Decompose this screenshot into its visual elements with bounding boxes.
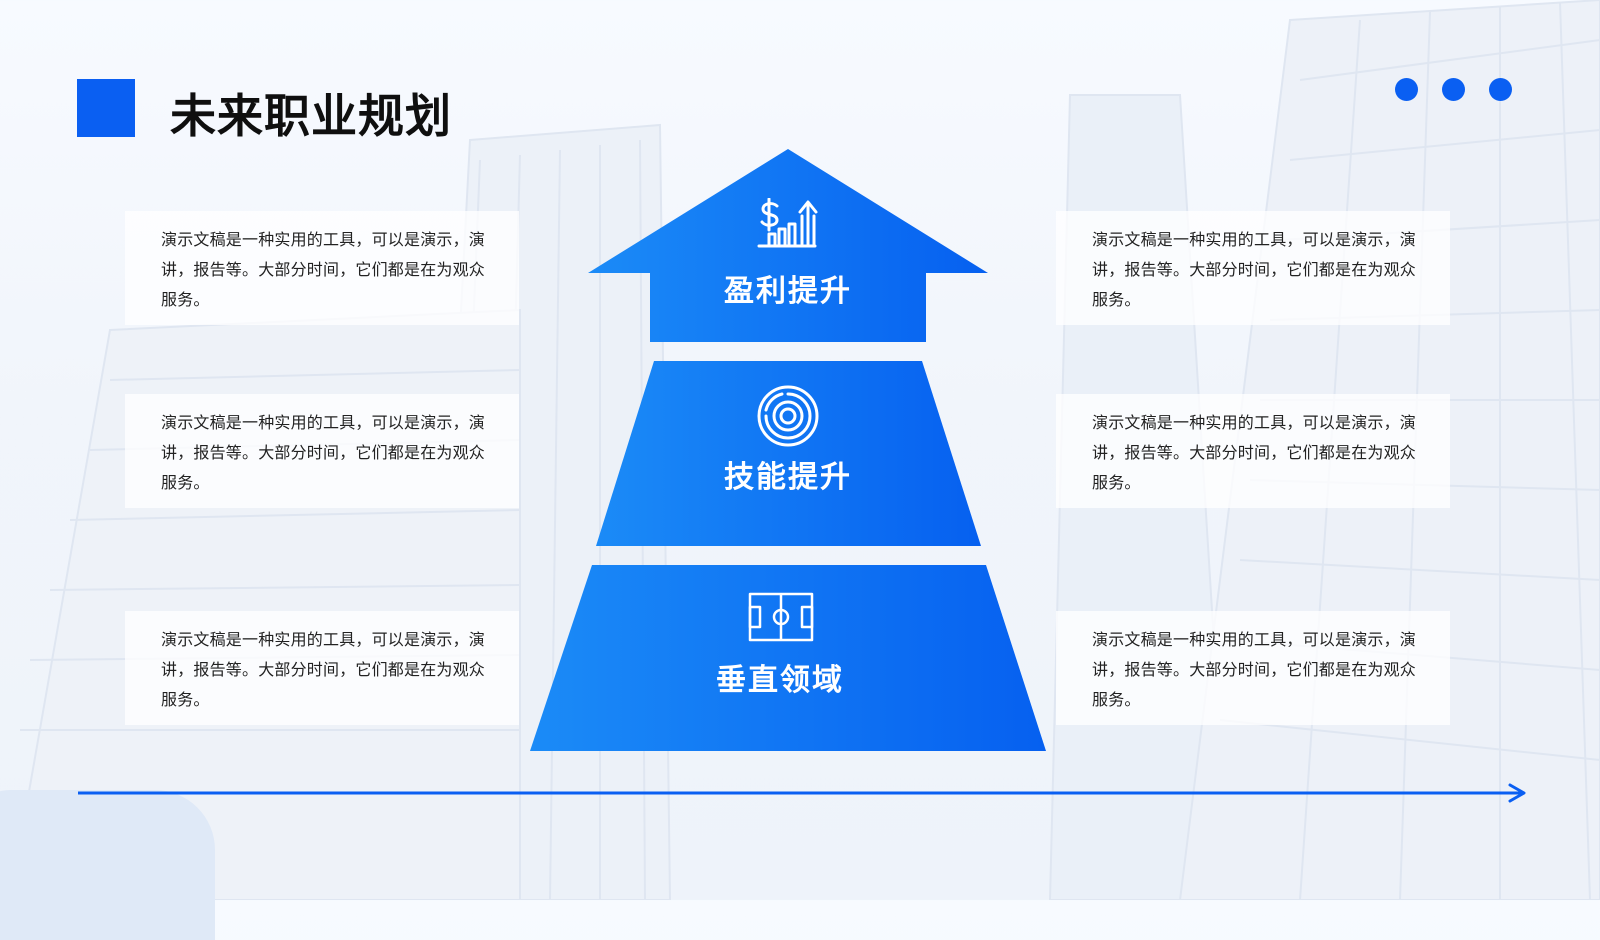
right-card-1: 演示文稿是一种实用的工具，可以是演示，演讲，报告等。大部分时间，它们都是在为观众… (1056, 211, 1450, 325)
title-accent-square (77, 79, 135, 137)
right-card-3-text: 演示文稿是一种实用的工具，可以是演示，演讲，报告等。大部分时间，它们都是在为观众… (1092, 630, 1417, 709)
left-card-2-text: 演示文稿是一种实用的工具，可以是演示，演讲，报告等。大部分时间，它们都是在为观众… (161, 413, 486, 492)
right-card-2-text: 演示文稿是一种实用的工具，可以是演示，演讲，报告等。大部分时间，它们都是在为观众… (1092, 413, 1417, 492)
decorative-blob (0, 790, 215, 940)
field-icon (748, 592, 814, 642)
right-card-3: 演示文稿是一种实用的工具，可以是演示，演讲，报告等。大部分时间，它们都是在为观众… (1056, 611, 1450, 725)
finance-growth-icon (757, 197, 819, 250)
left-card-3: 演示文稿是一种实用的工具，可以是演示，演讲，报告等。大部分时间，它们都是在为观众… (125, 611, 519, 725)
left-card-1: 演示文稿是一种实用的工具，可以是演示，演讲，报告等。大部分时间，它们都是在为观众… (125, 211, 519, 325)
tier-bottom (530, 565, 1046, 751)
tier-label-vertical: 垂直领域 (716, 663, 844, 698)
left-card-3-text: 演示文稿是一种实用的工具，可以是演示，演讲，报告等。大部分时间，它们都是在为观众… (161, 630, 486, 709)
target-icon (756, 384, 820, 448)
dot-3 (1489, 78, 1512, 101)
page-title: 未来职业规划 (170, 89, 452, 143)
right-card-1-text: 演示文稿是一种实用的工具，可以是演示，演讲，报告等。大部分时间，它们都是在为观众… (1092, 230, 1417, 309)
left-card-1-text: 演示文稿是一种实用的工具，可以是演示，演讲，报告等。大部分时间，它们都是在为观众… (161, 230, 486, 309)
tier-label-profit: 盈利提升 (724, 274, 852, 309)
right-card-2: 演示文稿是一种实用的工具，可以是演示，演讲，报告等。大部分时间，它们都是在为观众… (1056, 394, 1450, 508)
dot-1 (1395, 78, 1418, 101)
decorative-dots (1395, 78, 1512, 101)
dot-2 (1442, 78, 1465, 101)
tier-label-skill: 技能提升 (724, 460, 852, 495)
left-card-2: 演示文稿是一种实用的工具，可以是演示，演讲，报告等。大部分时间，它们都是在为观众… (125, 394, 519, 508)
tier-middle (596, 361, 981, 546)
